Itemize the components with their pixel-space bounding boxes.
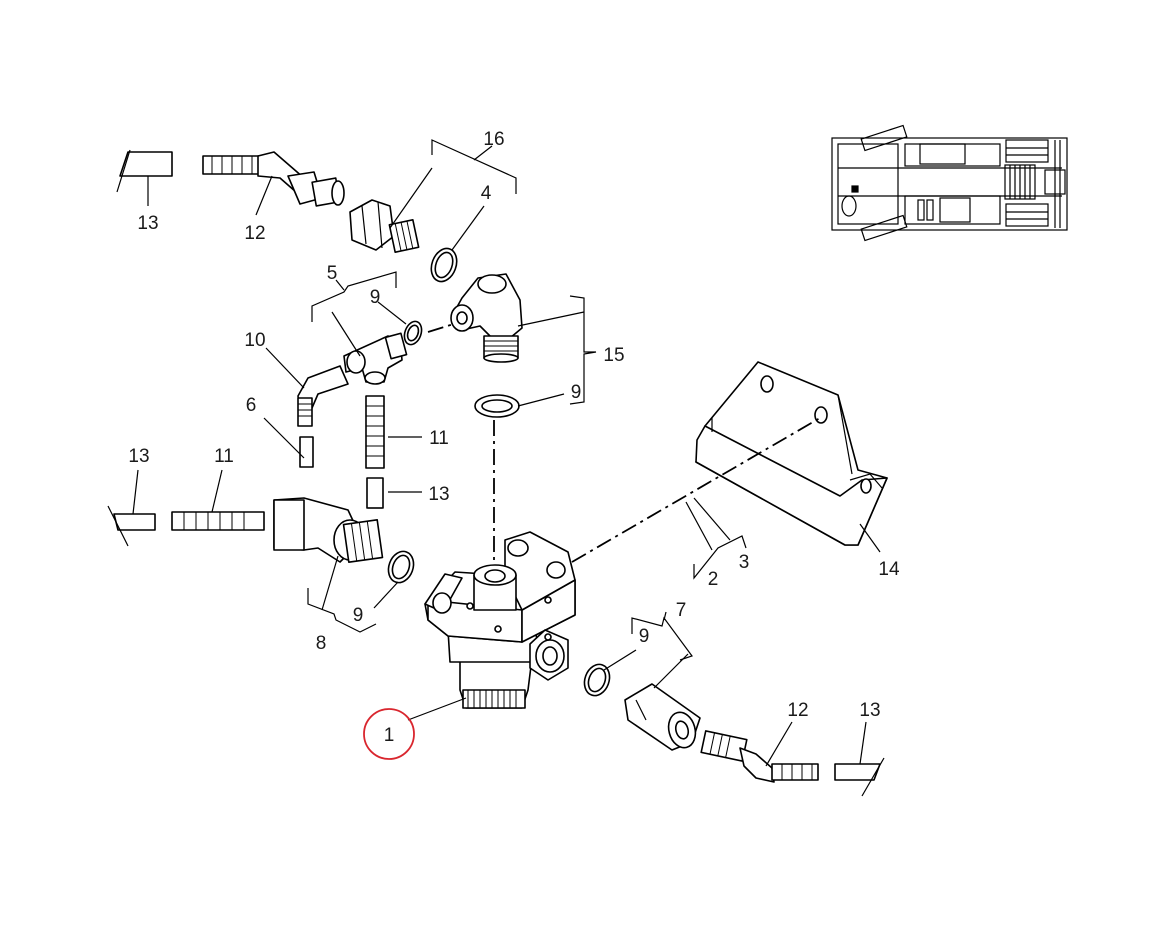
centerline-upper bbox=[427, 321, 461, 333]
label-9-left: 9 bbox=[353, 605, 364, 626]
label-1: 1 bbox=[384, 725, 395, 746]
part-9-oring-left-inner bbox=[391, 554, 411, 580]
label-5: 5 bbox=[327, 263, 338, 284]
part-9-oring-right-inner bbox=[587, 667, 607, 693]
label-13-bottom: 13 bbox=[859, 700, 880, 721]
leader-lines bbox=[132, 139, 881, 767]
label-12-bottom: 12 bbox=[787, 700, 808, 721]
label-16: 16 bbox=[483, 129, 504, 150]
part-7-fitting bbox=[624, 683, 701, 751]
callout-labels: 16 4 13 12 5 9 10 15 9 6 11 13 11 13 3 1… bbox=[128, 129, 900, 746]
part-13-hose-top bbox=[116, 149, 173, 193]
label-12-top: 12 bbox=[244, 223, 265, 244]
part-9-washer-inner bbox=[481, 399, 513, 413]
part-14-bracket bbox=[695, 361, 888, 546]
part-13-hose-bottom bbox=[834, 757, 885, 797]
highlight-circle bbox=[363, 708, 415, 760]
label-10: 10 bbox=[244, 330, 265, 351]
label-7: 7 bbox=[676, 600, 687, 621]
label-15: 15 bbox=[603, 345, 624, 366]
part-4-oring-inner bbox=[434, 251, 454, 279]
part-16-union bbox=[349, 199, 420, 253]
part-15-elbow bbox=[450, 273, 523, 363]
part-8-elbow bbox=[273, 497, 384, 563]
label-13-top: 13 bbox=[137, 213, 158, 234]
label-9-right: 9 bbox=[639, 626, 650, 647]
part-1-valve bbox=[424, 531, 576, 709]
label-11-horizontal: 11 bbox=[214, 446, 234, 467]
label-2: 2 bbox=[708, 569, 719, 590]
part-9-oring-top-inner bbox=[406, 324, 420, 342]
part-13-tube-center bbox=[366, 477, 384, 509]
centerline-bracket bbox=[571, 417, 821, 563]
label-13-left: 13 bbox=[128, 446, 149, 467]
label-6: 6 bbox=[246, 395, 257, 416]
label-9-top: 9 bbox=[370, 287, 381, 308]
label-8: 8 bbox=[316, 633, 327, 654]
label-13-center: 13 bbox=[428, 484, 449, 505]
label-11-vertical: 11 bbox=[429, 428, 449, 449]
part-5-tee bbox=[343, 332, 408, 385]
label-3: 3 bbox=[739, 552, 750, 573]
label-9-washer: 9 bbox=[571, 382, 582, 403]
vehicle-locator-thumbnail bbox=[831, 124, 1068, 242]
part-10-fitting bbox=[297, 365, 349, 427]
part-6-tube bbox=[299, 436, 314, 468]
part-12-fitting-top bbox=[202, 151, 345, 207]
part-11-barb-vertical bbox=[365, 395, 385, 469]
part-11-barb-horizontal bbox=[171, 511, 265, 531]
part-13-hose-left bbox=[107, 505, 156, 547]
label-14: 14 bbox=[878, 559, 900, 580]
label-4: 4 bbox=[481, 183, 492, 204]
part-12-fitting-bottom bbox=[700, 730, 819, 783]
